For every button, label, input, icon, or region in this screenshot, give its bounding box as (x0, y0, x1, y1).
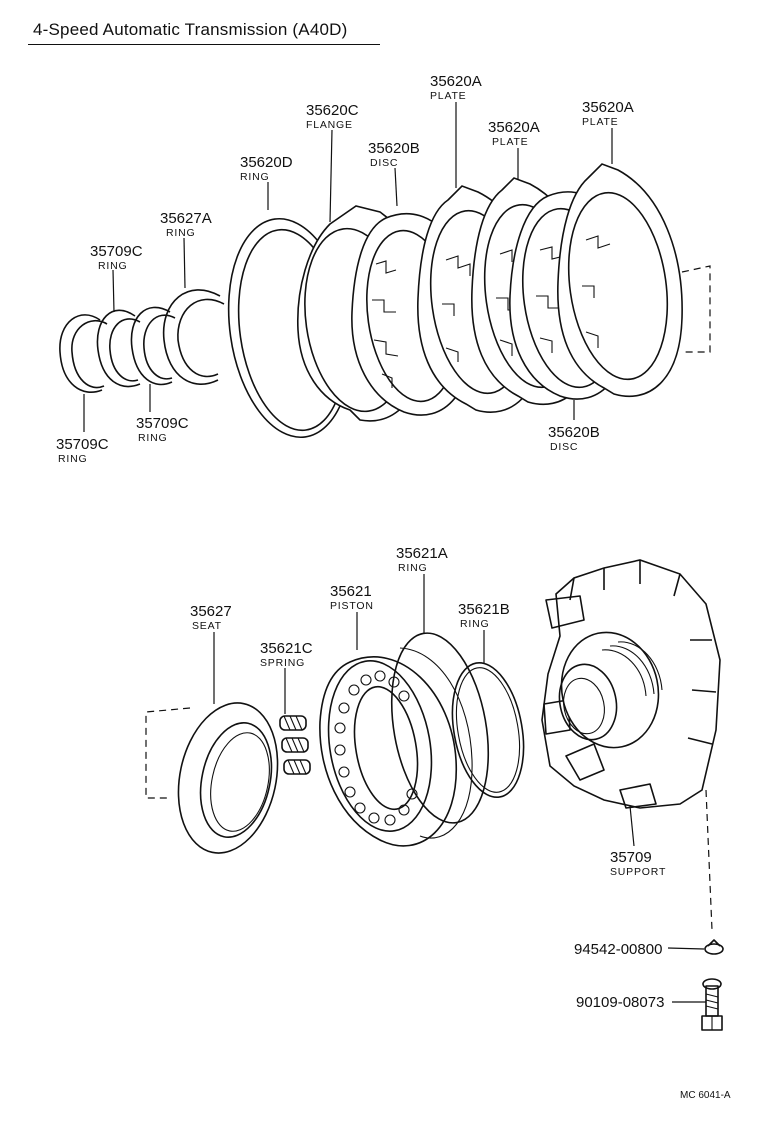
title-underline (28, 44, 380, 45)
snap-ring-35709c-2 (96, 309, 141, 388)
part-name: RING (166, 227, 195, 239)
part-name: RING (240, 171, 269, 183)
part-name: DISC (370, 157, 398, 169)
label-35620a-1: 35620A PLATE (430, 73, 482, 102)
part-number: 94542-00800 (574, 941, 662, 958)
label-35620b-top: 35620B DISC (368, 140, 420, 169)
alignment-line-lower-left (145, 707, 191, 799)
label-35627a: 35627A RING (160, 210, 212, 239)
part-name: PISTON (330, 600, 374, 612)
part-number: 35709C (136, 415, 189, 432)
part-name: RING (98, 260, 127, 272)
part-number: 35620A (582, 99, 634, 116)
part-number: 35709C (56, 436, 109, 453)
snap-ring-35627a (162, 289, 225, 385)
part-name: PLATE (582, 116, 618, 128)
label-35621b: 35621B RING (458, 601, 510, 630)
seat-35627 (177, 702, 279, 854)
leader-lines (83, 102, 706, 1003)
diagram-title: 4-Speed Automatic Transmission (A40D) (33, 20, 348, 39)
label-35621c: 35621C SPRING (260, 640, 313, 669)
part-number: 35621C (260, 640, 313, 657)
alignment-line-lower-right (705, 789, 713, 931)
part-number: 90109-08073 (576, 994, 664, 1011)
part-number: 35620D (240, 154, 293, 171)
part-name: SPRING (260, 657, 305, 669)
part-name: SEAT (192, 620, 222, 632)
part-name: PLATE (492, 136, 528, 148)
label-35620a-2: 35620A PLATE (488, 119, 540, 148)
part-name: DISC (550, 441, 578, 453)
part-number: 35709 (610, 849, 652, 866)
clutch-plate-35620a-3 (557, 163, 683, 398)
label-35621a: 35621A RING (396, 545, 448, 574)
washer-94542-00800 (704, 939, 724, 955)
label-35620a-3: 35620A PLATE (582, 99, 634, 128)
label-94542-00800: 94542-00800 (574, 941, 662, 958)
alignment-line-upper (681, 265, 711, 353)
part-number: 35621 (330, 583, 372, 600)
label-35709c-left: 35709C RING (56, 436, 109, 465)
part-number: 35627 (190, 603, 232, 620)
label-35620d: 35620D RING (240, 154, 293, 183)
part-number: 35621A (396, 545, 448, 562)
springs-35621c (279, 715, 311, 775)
label-35620b-bottom: 35620B DISC (548, 424, 600, 453)
part-number: 35627A (160, 210, 212, 227)
part-name: RING (58, 453, 87, 465)
o-ring-35621b (451, 661, 525, 799)
part-number: 35621B (458, 601, 510, 618)
part-number: 35620C (306, 102, 359, 119)
label-35627: 35627 SEAT (190, 603, 232, 632)
label-90109-08073: 90109-08073 (576, 994, 664, 1011)
part-number: 35620A (430, 73, 482, 90)
part-name: RING (460, 618, 489, 630)
part-name: PLATE (430, 90, 466, 102)
piston-35621 (319, 647, 473, 847)
drawing-code: MC 6041-A (680, 1090, 731, 1101)
o-ring-35621a (390, 632, 490, 824)
part-number: 35620B (548, 424, 600, 441)
label-35709c-top: 35709C RING (90, 243, 143, 272)
part-number: 35620B (368, 140, 420, 157)
part-name: FLANGE (306, 119, 353, 131)
part-name: RING (398, 562, 427, 574)
part-number: 35709C (90, 243, 143, 260)
part-number: 35620A (488, 119, 540, 136)
label-35621: 35621 PISTON (330, 583, 374, 612)
support-35709 (541, 559, 721, 809)
label-35620c: 35620C FLANGE (306, 102, 359, 131)
bolt-90109-08073 (701, 978, 723, 1031)
snap-ring-35709c-3 (130, 306, 176, 386)
label-35709: 35709 SUPPORT (610, 849, 666, 878)
part-name: RING (138, 432, 167, 444)
snap-ring-35709c-1 (59, 314, 108, 393)
part-name: SUPPORT (610, 866, 666, 878)
label-35709c-mid: 35709C RING (136, 415, 189, 444)
